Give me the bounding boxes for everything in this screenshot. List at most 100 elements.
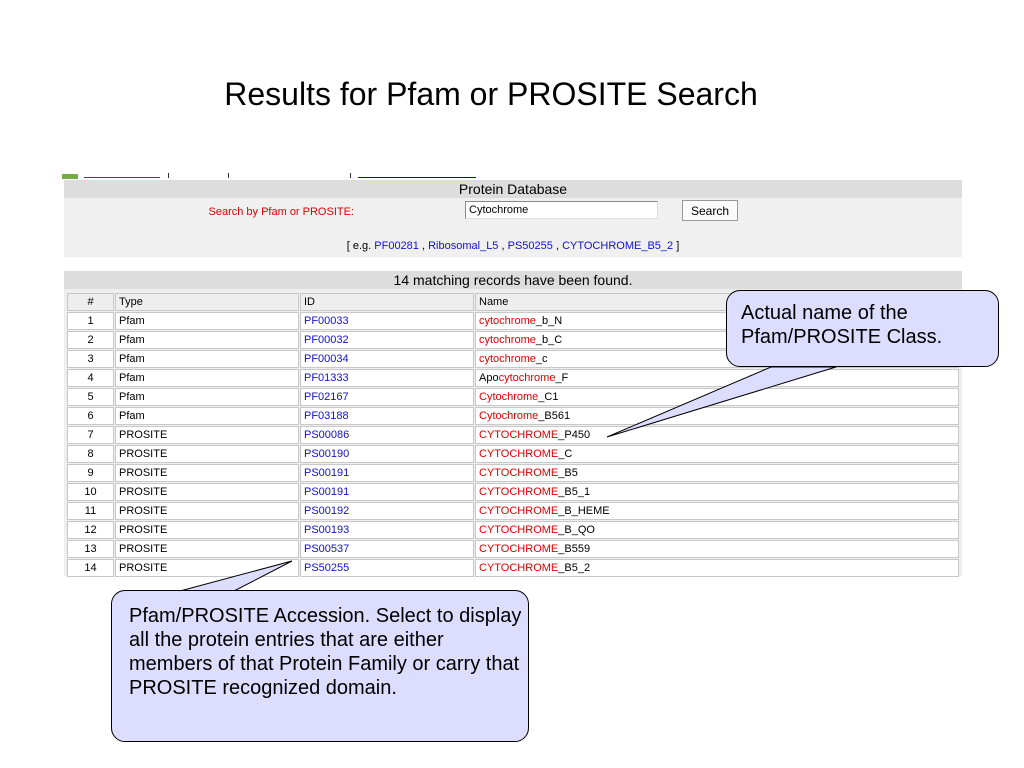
row-type: Pfam bbox=[115, 407, 299, 425]
example-link[interactable]: CYTOCHROME_B5_2 bbox=[562, 240, 674, 252]
nav-link-underline[interactable] bbox=[358, 177, 476, 178]
row-number: 3 bbox=[67, 350, 114, 368]
accession-link[interactable]: PS00190 bbox=[304, 448, 350, 460]
search-panel: Protein Database Search by Pfam or PROSI… bbox=[64, 180, 962, 257]
name-match-highlight: Cytochrome bbox=[479, 410, 539, 422]
examples-suffix: ] bbox=[676, 240, 680, 252]
name-match-highlight: CYTOCHROME bbox=[479, 486, 559, 498]
row-id-cell: PF03188 bbox=[300, 407, 474, 425]
row-id-cell: PF00032 bbox=[300, 331, 474, 349]
accession-link[interactable]: PF00034 bbox=[304, 353, 349, 365]
name-suffix: _B5 bbox=[558, 467, 578, 479]
name-suffix: _B559 bbox=[558, 543, 591, 555]
name-suffix: _C bbox=[558, 448, 573, 460]
nav-marker-icon bbox=[62, 174, 78, 179]
row-type: PROSITE bbox=[115, 521, 299, 539]
row-id-cell: PS00537 bbox=[300, 540, 474, 558]
row-type: Pfam bbox=[115, 312, 299, 330]
row-number: 6 bbox=[67, 407, 114, 425]
accession-link[interactable]: PS00191 bbox=[304, 467, 350, 479]
row-name: CYTOCHROME_B559 bbox=[475, 540, 959, 558]
row-number: 7 bbox=[67, 426, 114, 444]
examples-separator: , bbox=[555, 240, 560, 252]
cropped-nav-strip bbox=[62, 170, 482, 179]
name-match-highlight: cytochrome bbox=[479, 315, 536, 327]
accession-link[interactable]: PF02167 bbox=[304, 391, 349, 403]
row-number: 12 bbox=[67, 521, 114, 539]
row-type: Pfam bbox=[115, 331, 299, 349]
name-match-highlight: CYTOCHROME bbox=[479, 505, 559, 517]
name-match-highlight: CYTOCHROME bbox=[479, 448, 559, 460]
row-name: CYTOCHROME_B5_2 bbox=[475, 559, 959, 577]
name-match-highlight: cytochrome bbox=[479, 353, 536, 365]
name-match-highlight: cytochrome bbox=[498, 372, 556, 384]
accession-link[interactable]: PF00033 bbox=[304, 315, 349, 327]
row-id-cell: PF01333 bbox=[300, 369, 474, 387]
row-number: 4 bbox=[67, 369, 114, 387]
example-link[interactable]: PS50255 bbox=[507, 240, 553, 252]
row-type: PROSITE bbox=[115, 464, 299, 482]
name-suffix: _B_HEME bbox=[558, 505, 610, 517]
examples-prefix: [ e.g. bbox=[346, 240, 372, 252]
nav-link-underline[interactable] bbox=[84, 177, 160, 178]
row-type: Pfam bbox=[115, 388, 299, 406]
name-suffix: _B5_2 bbox=[558, 562, 591, 574]
column-header-id: ID bbox=[300, 293, 474, 311]
row-number: 2 bbox=[67, 331, 114, 349]
accession-link[interactable]: PS00537 bbox=[304, 543, 350, 555]
row-id-cell: PS00193 bbox=[300, 521, 474, 539]
row-id-cell: PS00191 bbox=[300, 464, 474, 482]
row-name: CYTOCHROME_B_QO bbox=[475, 521, 959, 539]
row-id-cell: PF00033 bbox=[300, 312, 474, 330]
column-header-type: Type bbox=[115, 293, 299, 311]
accession-link[interactable]: PF01333 bbox=[304, 372, 349, 384]
row-type: PROSITE bbox=[115, 502, 299, 520]
name-suffix: _B_QO bbox=[558, 524, 595, 536]
slide-title: Results for Pfam or PROSITE Search bbox=[224, 76, 758, 112]
row-type: PROSITE bbox=[115, 445, 299, 463]
search-button[interactable]: Search bbox=[682, 200, 738, 221]
row-id-cell: PS00190 bbox=[300, 445, 474, 463]
name-match-highlight: CYTOCHROME bbox=[479, 562, 559, 574]
accession-link[interactable]: PS00193 bbox=[304, 524, 350, 536]
name-suffix: _F bbox=[555, 372, 569, 384]
name-suffix: _c bbox=[535, 353, 548, 365]
accession-link[interactable]: PF03188 bbox=[304, 410, 349, 422]
search-input[interactable] bbox=[465, 201, 658, 219]
name-suffix: _b_C bbox=[535, 334, 563, 346]
name-match-highlight: CYTOCHROME bbox=[479, 524, 559, 536]
results-count-header: 14 matching records have been found. bbox=[64, 271, 962, 289]
accession-callout: Pfam/PROSITE Accession. Select to displa… bbox=[111, 590, 529, 742]
name-match-highlight: cytochrome bbox=[479, 334, 536, 346]
row-id-cell: PS00192 bbox=[300, 502, 474, 520]
row-number: 13 bbox=[67, 540, 114, 558]
example-link[interactable]: PF00281 bbox=[374, 240, 419, 252]
accession-link[interactable]: PS00086 bbox=[304, 429, 350, 441]
panel-header: Protein Database bbox=[64, 180, 962, 198]
row-type: PROSITE bbox=[115, 483, 299, 501]
row-name: CYTOCHROME_B5 bbox=[475, 464, 959, 482]
examples-separator: , bbox=[501, 240, 505, 252]
name-suffix: _C1 bbox=[538, 391, 559, 403]
accession-link[interactable]: PS50255 bbox=[304, 562, 350, 574]
column-header-number: # bbox=[67, 293, 114, 311]
name-suffix: _b_N bbox=[535, 315, 563, 327]
name-prefix: Apo bbox=[479, 372, 499, 384]
row-name: CYTOCHROME_P450 bbox=[475, 426, 959, 444]
row-number: 10 bbox=[67, 483, 114, 501]
accession-link[interactable]: PS00191 bbox=[304, 486, 350, 498]
example-link[interactable]: Ribosomal_L5 bbox=[428, 240, 499, 252]
accession-link[interactable]: PS00192 bbox=[304, 505, 350, 517]
accession-link[interactable]: PF00032 bbox=[304, 334, 349, 346]
name-match-highlight: CYTOCHROME bbox=[479, 467, 559, 479]
search-row: Search by Pfam or PROSITE: Search bbox=[64, 200, 962, 224]
row-id-cell: PS00191 bbox=[300, 483, 474, 501]
row-number: 8 bbox=[67, 445, 114, 463]
name-callout-pointer bbox=[606, 366, 837, 438]
